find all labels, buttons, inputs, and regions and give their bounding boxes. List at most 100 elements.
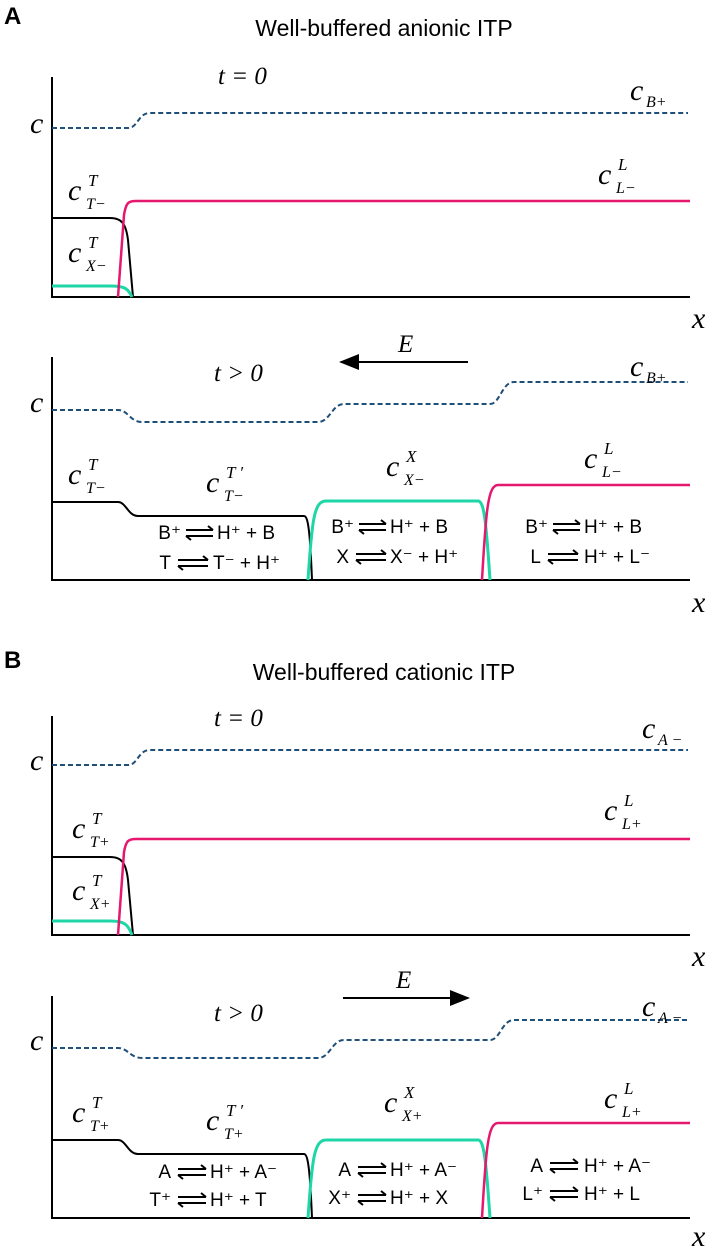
label-c-adjusted: c T ′ T− (206, 463, 244, 505)
svg-text:H⁺ + B: H⁺ + B (390, 517, 448, 538)
label-c-counter: c A − (642, 990, 682, 1027)
x-axis-label: x (691, 1220, 706, 1249)
reactions-zone-1: B⁺ H⁺ + B T T⁻ + H⁺ (158, 523, 280, 574)
x-axis-label: x (691, 586, 706, 619)
svg-text:X+: X+ (89, 896, 111, 913)
svg-text:X: X (403, 1083, 415, 1102)
axes (51, 77, 690, 298)
svg-text:B⁺: B⁺ (331, 517, 354, 538)
panel-a-letter: A (4, 3, 21, 30)
equilibrium-arrows-icon (549, 1158, 579, 1174)
equilibrium-arrows-icon (547, 549, 579, 565)
svg-text:A −: A − (657, 1010, 682, 1027)
plot-a1: t = 0 c x c B+ c L L− c T T− c T X− (30, 63, 706, 335)
counterion-curve (52, 749, 688, 766)
panel-b-letter: B (4, 647, 21, 674)
equilibrium-arrows-icon (177, 555, 209, 571)
svg-text:H⁺ + B: H⁺ + B (584, 517, 642, 538)
svg-text:T: T (88, 171, 99, 190)
svg-text:X⁻ + H⁺: X⁻ + H⁺ (390, 547, 458, 568)
svg-text:A −: A − (657, 732, 682, 749)
svg-text:c: c (598, 158, 611, 191)
svg-text:H⁺ + X: H⁺ + X (390, 1188, 448, 1209)
svg-text:B+: B+ (646, 370, 667, 387)
x-axis-label: x (691, 302, 706, 335)
svg-text:L: L (603, 439, 613, 458)
svg-text:H⁺ + L: H⁺ + L (584, 1184, 640, 1205)
label-c-trailing: c T T− (68, 171, 106, 213)
y-axis-label: c (30, 744, 43, 777)
svg-text:L+: L+ (621, 816, 642, 833)
field-label: E (395, 967, 411, 994)
svg-text:H⁺ + B: H⁺ + B (217, 523, 275, 544)
svg-text:H⁺ + T: H⁺ + T (210, 1190, 267, 1211)
y-axis-label: c (30, 1024, 43, 1057)
axes (51, 357, 690, 581)
equilibrium-arrows-icon (357, 1162, 387, 1178)
label-c-sample: c T X+ (72, 871, 111, 913)
svg-text:c: c (630, 74, 643, 107)
y-axis-label: c (30, 386, 43, 419)
leading-curve (116, 837, 690, 936)
svg-text:L−: L− (615, 180, 636, 197)
svg-text:c: c (642, 712, 655, 745)
sample-curve (52, 284, 134, 298)
svg-text:c: c (206, 1104, 219, 1137)
label-c-sample: c X X+ (384, 1083, 423, 1125)
counterion-curve (52, 112, 688, 129)
svg-text:L+: L+ (621, 1104, 642, 1121)
svg-text:A: A (530, 1156, 543, 1177)
svg-text:T+: T+ (90, 834, 110, 851)
reactions-zone-1: A H⁺ + A⁻ T⁺ H⁺ + T (149, 1162, 277, 1211)
plot-b1: t = 0 c x c A − c L L+ c T T+ c T X+ (30, 705, 706, 973)
svg-text:c: c (72, 874, 85, 907)
svg-text:T⁺: T⁺ (149, 1190, 171, 1211)
svg-text:B+: B+ (646, 94, 667, 111)
svg-text:T ′: T ′ (226, 1101, 243, 1120)
svg-text:X−: X− (85, 258, 107, 275)
label-c-leading: c L L+ (604, 1079, 642, 1121)
svg-text:L: L (623, 791, 633, 810)
svg-text:L: L (530, 547, 541, 568)
sample-curve (306, 499, 492, 581)
svg-text:c: c (386, 450, 399, 483)
svg-text:c: c (68, 174, 81, 207)
equilibrium-arrows-icon (185, 525, 214, 541)
svg-text:T: T (92, 809, 103, 828)
plot-a2: E t > 0 c x c B+ c T T− c T ′ T− c X X− … (30, 331, 706, 619)
svg-text:X: X (336, 547, 349, 568)
label-c-trailing: c T T+ (72, 1093, 110, 1135)
svg-text:T+: T+ (224, 1126, 244, 1143)
equilibrium-arrows-icon (358, 519, 387, 535)
label-c-trailing: c T T− (68, 455, 106, 497)
svg-text:c: c (68, 458, 81, 491)
label-c-trailing: c T T+ (72, 809, 110, 851)
equilibrium-arrows-icon (177, 1164, 207, 1180)
svg-text:X+: X+ (401, 1108, 423, 1125)
panel-a-title: Well-buffered anionic ITP (255, 15, 512, 41)
leading-curve (480, 483, 690, 581)
svg-text:c: c (604, 1082, 617, 1115)
svg-text:T ′: T ′ (226, 463, 243, 482)
svg-text:L: L (623, 1079, 633, 1098)
svg-text:c: c (642, 990, 655, 1023)
svg-text:T−: T− (86, 480, 106, 497)
equilibrium-arrows-icon (549, 1186, 579, 1202)
svg-text:T: T (88, 455, 99, 474)
svg-text:X⁺: X⁺ (328, 1188, 351, 1209)
reactions-zone-3: B⁺ H⁺ + B L H⁺ + L⁻ (525, 517, 650, 568)
reactions-zone-3: A H⁺ + A⁻ L⁺ H⁺ + L (522, 1156, 651, 1205)
y-axis-label: c (30, 107, 43, 140)
time-label: t = 0 (214, 705, 263, 732)
svg-text:c: c (584, 442, 597, 475)
label-c-leading: c L L− (584, 439, 622, 481)
equilibrium-arrows-icon (357, 1190, 387, 1206)
leading-curve (116, 199, 690, 298)
svg-text:X−: X− (403, 472, 425, 489)
svg-text:c: c (72, 1096, 85, 1129)
svg-text:H⁺ + A⁻: H⁺ + A⁻ (390, 1160, 457, 1181)
svg-text:c: c (72, 812, 85, 845)
label-c-adjusted: c T ′ T+ (206, 1101, 244, 1143)
svg-text:B⁺: B⁺ (525, 517, 548, 538)
counterion-curve (52, 381, 688, 423)
